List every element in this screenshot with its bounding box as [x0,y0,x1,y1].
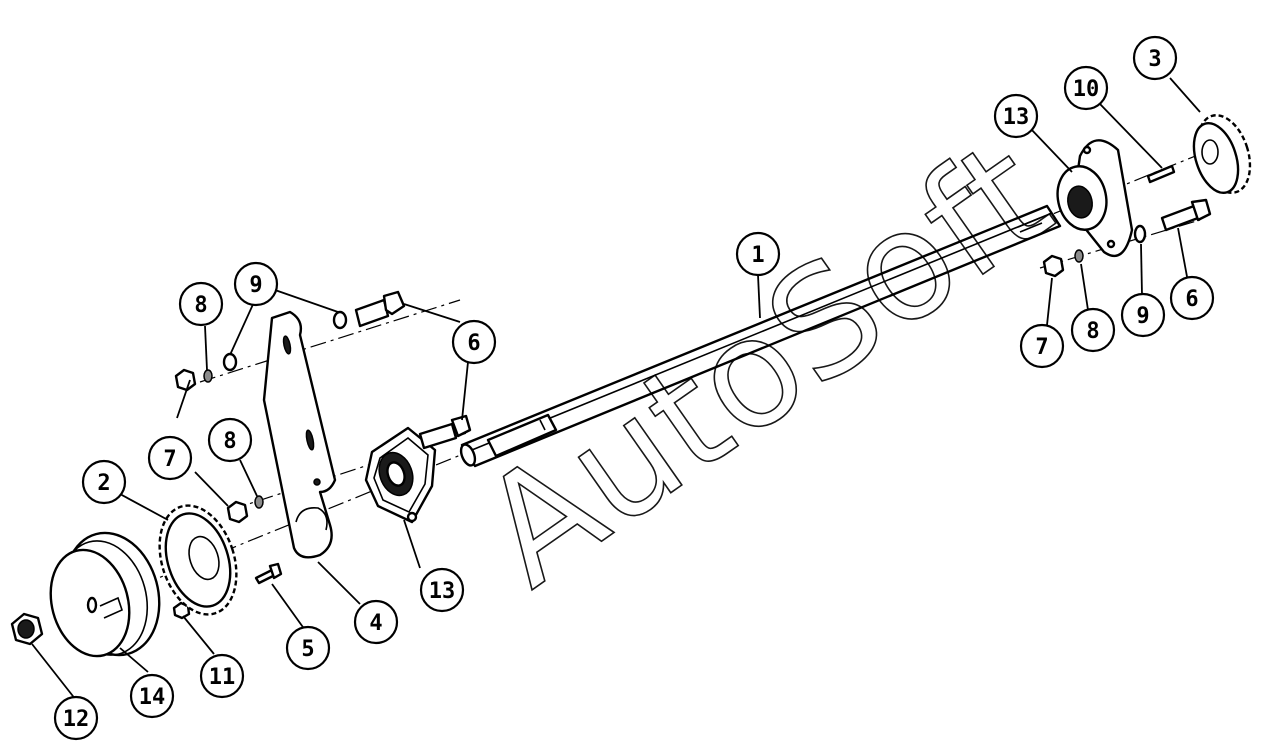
callout-13-right-label: 13 [1003,105,1030,130]
callout-11: 11 [199,653,245,699]
callout-1-label: 1 [751,243,764,268]
callout-7-right: 7 [1019,323,1065,369]
callout-2-label: 2 [97,471,110,496]
callout-7-lower-left: 7 [0,0,7,6]
callout-3: 3 [1132,35,1178,81]
left-sprocket-part [158,504,238,616]
shaft-part [459,204,1062,468]
callout-1: 1 [735,231,781,277]
callout-5: 5 [285,625,331,671]
callout-3-label: 3 [1148,47,1161,72]
callout-10-label: 10 [1073,77,1100,102]
callout-14: 14 [129,673,175,719]
callout-14-label: 14 [139,685,166,710]
callout-11-label: 11 [209,665,236,690]
callout-13-left-label: 13 [429,579,456,604]
callout-5-label: 5 [301,637,314,662]
callout-13-left: 13 [419,567,465,613]
callout-8-upper-left: 8 [178,281,224,327]
mounting-plate-part [262,310,337,559]
callout-9-left-label: 9 [249,273,262,298]
callout-6-left: 6 [451,319,497,365]
callout-8-lower-left-label: 8 [223,429,236,454]
callout-8-right-label: 8 [1086,319,1099,344]
left-upper-hardware [174,290,406,392]
right-bearing-flange-part [1056,139,1134,258]
callout-4: 4 [353,599,399,645]
callout-7-right-label: 7 [1035,335,1048,360]
callout-6-left-label: 6 [467,331,480,356]
callout-8-upper-left-label: 8 [194,293,207,318]
callout-6-right-label: 6 [1185,287,1198,312]
callout-8-lower-left: 8 [207,417,253,463]
left-lower-hardware [226,414,472,524]
callout-2: 2 [81,459,127,505]
callout-9-right-label: 9 [1136,304,1149,329]
small-nut-part [172,601,191,620]
callout-9-left: 9 [233,261,279,307]
left-bearing-flange-part [364,426,437,524]
callout-9-right: 9 [1120,292,1166,338]
key-pin-part [1146,164,1176,184]
svg-text:AutoSoft: AutoSoft [452,108,1080,620]
callout-12-label: 12 [63,707,90,732]
callout-10: 10 [1063,65,1109,111]
callout-8-right: 8 [1070,307,1116,353]
small-bolt-part [254,562,283,585]
callout-6-right: 6 [1169,275,1215,321]
right-hardware [1042,198,1212,278]
lock-nut-part [10,612,44,646]
callout-7-upper-left: 7 [147,435,193,481]
hub-pulley-part [49,531,161,658]
right-sprocket-part [1192,114,1252,194]
callout-13-right: 13 [993,93,1039,139]
callout-7-upper-left-label: 7 [163,447,176,472]
callout-12: 12 [53,695,99,741]
leader-lines [31,77,1201,701]
watermark: AutoSoft [451,107,1080,621]
callout-4-label: 4 [369,611,382,636]
